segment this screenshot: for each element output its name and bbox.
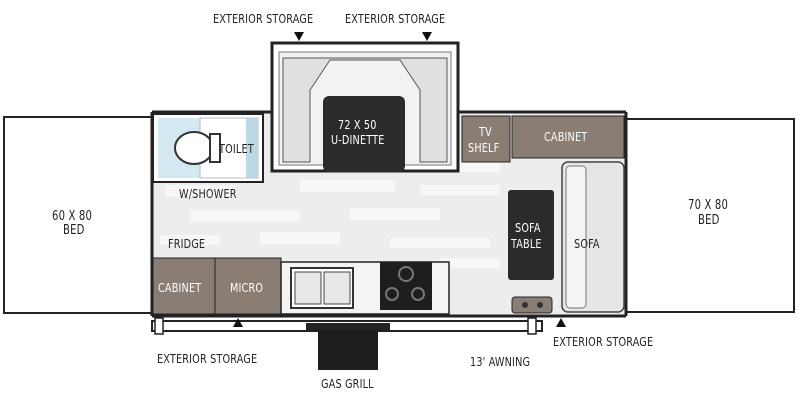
sofa-table-block [508, 190, 554, 280]
ext-storage-top-left-marker [294, 32, 304, 41]
ext-storage-top-right-marker [422, 32, 432, 41]
label-exterior-storage-bottom-right: EXTERIOR STORAGE [553, 334, 654, 349]
ext-storage-bottom-left-marker [233, 318, 243, 327]
label-sofa: SOFA [574, 236, 600, 251]
dinette-cushions [282, 57, 448, 163]
label-cabinet-right: CABINET [544, 129, 588, 144]
label-exterior-storage-bottom-left: EXTERIOR STORAGE [157, 351, 258, 366]
label-bed-right-size: 70 X 80 [688, 198, 729, 213]
bed-right [625, 118, 795, 313]
outlet-fixture [511, 296, 553, 314]
label-dinette-size: 72 X 50 [338, 117, 377, 132]
toilet-fixture [174, 131, 214, 165]
gas-grill [318, 330, 378, 370]
label-micro: MICRO [230, 280, 264, 295]
label-awning: 13' AWNING [470, 354, 531, 369]
label-bed-right: BED [698, 213, 720, 228]
label-gas-grill: GAS GRILL [321, 376, 374, 391]
label-fridge: FRIDGE [168, 236, 206, 251]
label-dinette: U-DINETTE [331, 132, 385, 147]
label-sofa-table-line2: TABLE [511, 236, 542, 251]
cabinet-right-block [511, 115, 625, 159]
label-shower: W/SHOWER [179, 186, 237, 201]
bed-left [3, 116, 153, 314]
label-bed-left: BED [63, 223, 85, 238]
label-tv: TV [479, 124, 492, 139]
dinette-table [323, 96, 405, 172]
label-sofa-table-line1: SOFA [515, 220, 541, 235]
micro-block [214, 257, 282, 315]
ext-storage-bottom-right-marker [556, 318, 566, 327]
label-exterior-storage-top-right: EXTERIOR STORAGE [345, 11, 446, 26]
label-bed-left-size: 60 X 80 [52, 209, 93, 224]
label-shelf: SHELF [468, 140, 500, 155]
tv-shelf [461, 115, 511, 163]
cooktop [380, 262, 432, 310]
body-wall [150, 110, 628, 318]
label-toilet: TOILET [219, 141, 254, 156]
label-exterior-storage-top-left: EXTERIOR STORAGE [213, 11, 314, 26]
cabinet-left-block [152, 257, 216, 315]
label-cabinet-left: CABINET [158, 280, 202, 295]
